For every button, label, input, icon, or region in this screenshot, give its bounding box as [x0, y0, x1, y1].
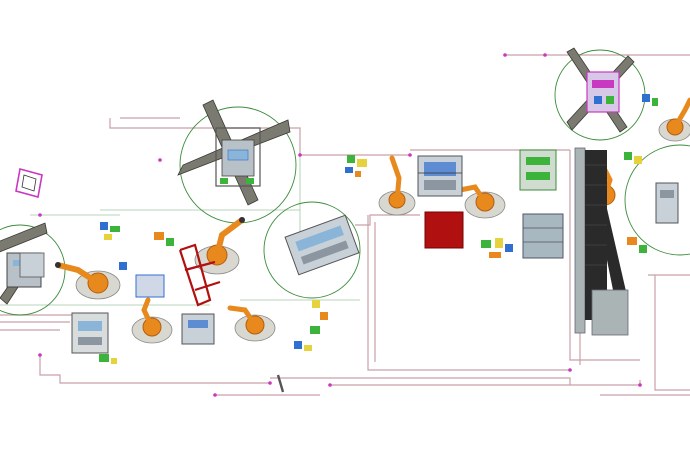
conveyor-guard — [591, 289, 629, 336]
parts-cluster — [481, 238, 513, 258]
weld-fixture — [19, 252, 45, 278]
storage-rack — [522, 213, 564, 259]
welding-robot — [457, 184, 506, 219]
small-frame-marker — [15, 167, 43, 199]
node-dots — [38, 53, 642, 397]
fixture-clamp — [246, 178, 254, 184]
turntable-fixture-top-right — [566, 47, 635, 133]
parts-cluster — [627, 237, 647, 253]
fence-bottom-2 — [330, 380, 641, 386]
welding-robot — [194, 217, 245, 275]
welding-robot — [227, 305, 276, 342]
fixture-clamp — [594, 96, 602, 104]
red-stand-leg — [184, 260, 216, 272]
fixture-frame — [586, 71, 620, 113]
red-stand-leg — [194, 280, 221, 292]
fence-far-right-vert — [654, 275, 690, 391]
red-stand-frame — [178, 243, 212, 307]
parts-cluster — [154, 232, 174, 246]
robots — [55, 97, 690, 344]
fence-right-vert — [569, 150, 640, 361]
parts-cluster — [642, 94, 658, 106]
fixtures — [19, 149, 679, 354]
parts-cluster — [310, 300, 328, 334]
reference-lines — [0, 155, 360, 306]
parts-clusters — [99, 94, 658, 364]
red-pallet — [424, 211, 464, 249]
parts-cluster — [345, 155, 367, 177]
conveyor-line — [574, 147, 629, 336]
fence-bottom — [270, 377, 571, 385]
parts-cluster — [99, 354, 117, 364]
fixture-clamp — [220, 178, 228, 184]
conveyor-rollers — [585, 164, 607, 266]
conveyor-rail — [574, 147, 586, 334]
parts-cluster — [100, 222, 120, 240]
weld-fixture — [284, 214, 360, 276]
welding-robot — [131, 297, 173, 344]
fixture-clamp — [592, 80, 614, 88]
turntable-arm — [0, 222, 48, 253]
stand-marker — [276, 374, 285, 393]
conveyor-belt — [585, 150, 607, 320]
weld-fixture — [519, 149, 557, 191]
red-stand — [178, 243, 221, 307]
parts-cluster — [624, 152, 642, 164]
parts-cluster — [119, 262, 127, 270]
fixture-clamp — [606, 96, 614, 104]
fence-mid-top — [355, 214, 420, 226]
turntable-fixture-top — [177, 99, 291, 206]
welding-robot — [658, 97, 690, 142]
parts-cluster — [294, 341, 312, 351]
welding-robot — [55, 262, 121, 300]
weld-fixture — [417, 155, 463, 197]
turntable-zone-left — [0, 224, 66, 316]
weld-fixture — [181, 313, 215, 345]
fixture-clamp — [227, 149, 249, 161]
fence-bottom-left — [39, 355, 270, 384]
weld-fixture — [655, 182, 679, 224]
fence-top-left — [109, 118, 410, 156]
welding-robot — [378, 155, 416, 216]
fence-mid-box — [367, 215, 570, 371]
weld-fixture — [135, 274, 165, 298]
fixture-frame — [215, 127, 261, 187]
turntable-zone-mid — [263, 201, 361, 299]
weld-fixture — [71, 312, 109, 354]
turntable-zone-far-right — [624, 144, 690, 256]
